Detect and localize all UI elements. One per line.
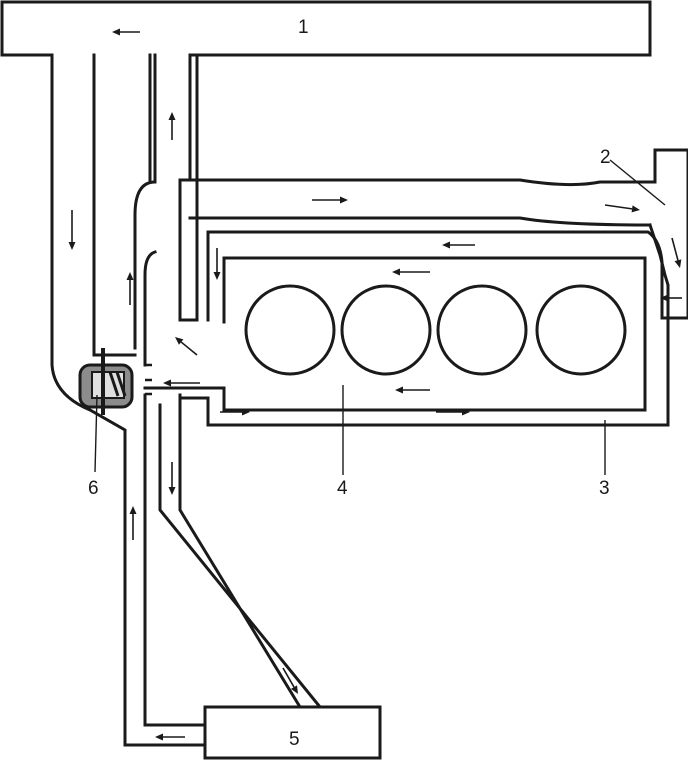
flow-arrow (660, 294, 682, 302)
leader-6 (94, 394, 98, 473)
cylinder-1 (244, 284, 336, 376)
flow-arrow (604, 204, 640, 213)
flow-arrow (163, 379, 200, 387)
callout-4: 4 (337, 478, 348, 499)
engine-block (143, 256, 647, 412)
flow-arrow (442, 241, 475, 249)
thermostat (78, 348, 134, 415)
callout-3: 3 (599, 478, 610, 499)
flow-arrow (168, 462, 176, 495)
flow-arrow (213, 248, 221, 280)
cylinder-3 (436, 284, 528, 376)
flow-arrow (175, 337, 198, 356)
flow-arrow (671, 237, 682, 268)
flow-arrow (155, 733, 185, 741)
cylinder-2 (340, 284, 432, 376)
callout-1: 1 (298, 17, 309, 38)
junction-marks (145, 363, 152, 396)
flow-arrow (392, 268, 430, 276)
engine-jacket-outer (178, 230, 670, 427)
flow-arrow (126, 272, 134, 305)
flow-arrow (129, 506, 137, 540)
flow-arrow (168, 112, 176, 140)
callout-6: 6 (88, 478, 99, 499)
flow-arrow (220, 408, 250, 416)
lower-pipes (143, 393, 382, 760)
callout-5: 5 (289, 729, 300, 750)
flow-arrows (68, 28, 682, 741)
flow-arrow (112, 28, 140, 36)
upper-duct (188, 148, 688, 227)
bypass-channel (92, 53, 157, 367)
callout-2: 2 (600, 147, 611, 168)
flow-arrow (282, 667, 298, 694)
flow-arrow (436, 408, 470, 416)
cylinder-4 (535, 284, 627, 376)
flow-arrow (395, 386, 430, 394)
flow-arrow (312, 196, 348, 204)
water-pump (203, 705, 382, 760)
leader-2 (609, 159, 666, 206)
flow-arrow (68, 210, 76, 250)
